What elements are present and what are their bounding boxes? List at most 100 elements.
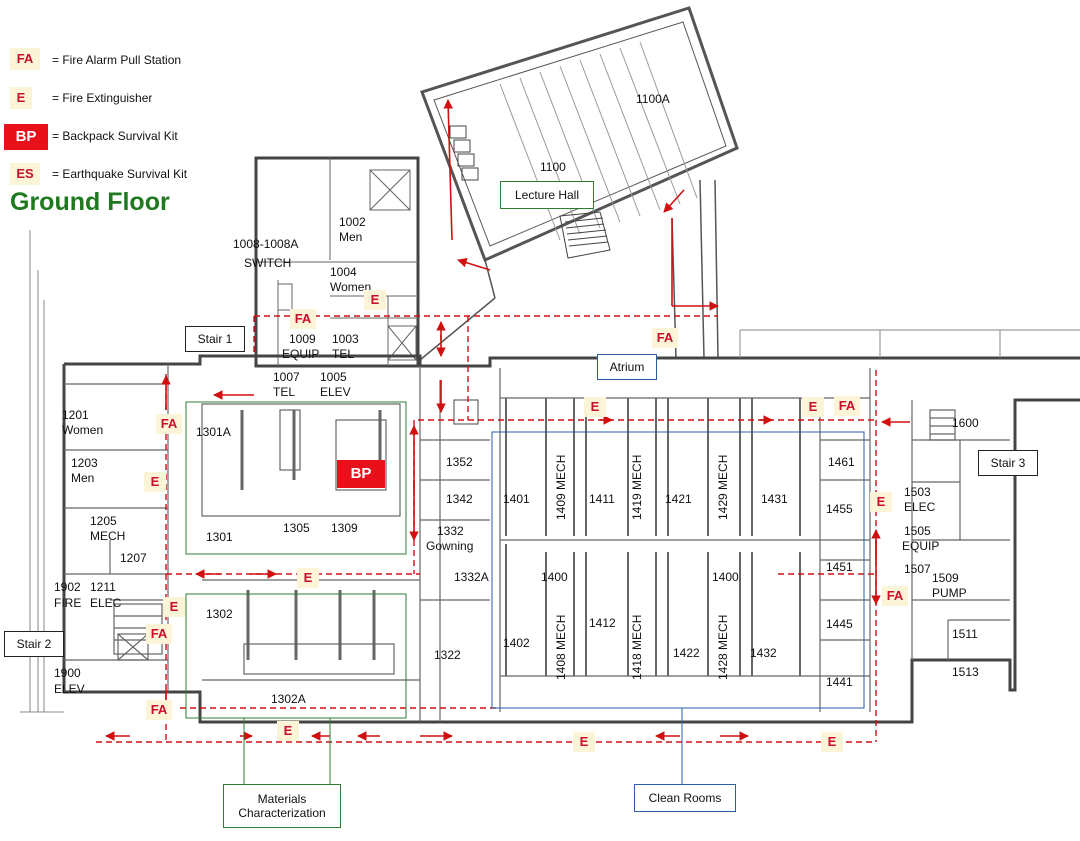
- room-1418-mech: 1418 MECH: [630, 614, 644, 680]
- room-1309: 1309: [331, 521, 358, 535]
- room-1461: 1461: [828, 455, 855, 469]
- room-1342: 1342: [446, 492, 473, 506]
- room-1332: 1332: [437, 524, 464, 538]
- room-1505: 1505: [904, 524, 931, 538]
- fire-extinguisher-marker: E: [163, 597, 185, 617]
- room-1432: 1432: [750, 646, 777, 660]
- room-1507: 1507: [904, 562, 931, 576]
- room-1428-mech: 1428 MECH: [716, 614, 730, 680]
- room-1600: 1600: [952, 416, 979, 430]
- callout-materials-line2: Characterization: [238, 806, 326, 820]
- room-1100a: 1100A: [636, 92, 670, 106]
- room-1455: 1455: [826, 502, 853, 516]
- room-1201: 1201: [62, 408, 89, 422]
- room-1509-name: PUMP: [932, 586, 967, 600]
- fire-extinguisher-marker: E: [802, 397, 824, 417]
- legend-e-symbol: E: [10, 87, 32, 109]
- room-1900: 1900: [54, 666, 81, 680]
- legend-fa-text: = Fire Alarm Pull Station: [52, 53, 182, 67]
- room-1009: 1009: [289, 332, 316, 346]
- room-1302a: 1302A: [271, 692, 306, 706]
- callout-stair-3: Stair 3: [978, 450, 1038, 476]
- floor-title: Ground Floor: [10, 188, 170, 216]
- fire-alarm-marker: FA: [652, 328, 678, 348]
- fire-alarm-marker: FA: [834, 396, 860, 416]
- lecture-hall-walls: [420, 6, 739, 263]
- fire-extinguisher-marker: E: [870, 492, 892, 512]
- room-1411: 1411: [589, 492, 615, 506]
- callout-stair-1: Stair 1: [185, 326, 245, 352]
- room-1008-name: SWITCH: [244, 256, 292, 270]
- room-1203-name: Men: [71, 471, 95, 485]
- room-1332-name: Gowning: [426, 539, 474, 553]
- fire-extinguisher-marker: E: [584, 397, 606, 417]
- callout-materials-characterization: Materials Characterization: [223, 784, 341, 828]
- room-1409-mech: 1409 MECH: [554, 454, 568, 520]
- room-1211-name: ELEC: [90, 596, 122, 610]
- room-1419-mech: 1419 MECH: [630, 454, 644, 520]
- legend-fa-symbol: FA: [10, 48, 40, 70]
- callout-stair-2: Stair 2: [4, 631, 64, 657]
- callout-lecture-hall: Lecture Hall: [500, 181, 594, 209]
- fire-extinguisher-marker: E: [573, 732, 595, 752]
- fire-alarm-marker: FA: [146, 700, 172, 720]
- room-1005: 1005: [320, 370, 347, 384]
- room-1402: 1402: [503, 636, 530, 650]
- room-1207: 1207: [120, 551, 147, 565]
- fire-alarm-marker: FA: [146, 624, 172, 644]
- fire-extinguisher-marker: E: [144, 472, 166, 492]
- room-1301: 1301: [206, 530, 233, 544]
- room-1445: 1445: [826, 617, 853, 631]
- room-1421: 1421: [665, 492, 692, 506]
- room-1007-name: TEL: [273, 385, 296, 399]
- room-1305: 1305: [283, 521, 310, 535]
- room-1505-name: EQUIP: [902, 539, 940, 553]
- fire-extinguisher-marker: E: [364, 290, 386, 310]
- room-1002: 1002: [339, 215, 366, 229]
- room-1211: 1211: [90, 580, 116, 594]
- fire-alarm-marker: FA: [290, 309, 316, 329]
- room-1503-name: ELEC: [904, 500, 936, 514]
- room-1400-east: 1400: [712, 570, 739, 584]
- room-1429-mech: 1429 MECH: [716, 454, 730, 520]
- room-1004: 1004: [330, 265, 357, 279]
- room-1902-name: FIRE: [54, 596, 82, 610]
- callout-materials-line1: Materials: [257, 792, 307, 806]
- fire-alarm-marker: FA: [156, 414, 182, 434]
- room-1203: 1203: [71, 456, 98, 470]
- room-1900-name: ELEV: [54, 682, 85, 696]
- room-1511: 1511: [952, 627, 978, 641]
- room-1003-name: TEL: [332, 347, 355, 361]
- room-1513: 1513: [952, 665, 979, 679]
- room-1412: 1412: [589, 616, 616, 630]
- legend-bp-symbol: BP: [4, 124, 48, 150]
- room-1005-name: ELEV: [320, 385, 351, 399]
- room-1400-west: 1400: [541, 570, 568, 584]
- legend-es-symbol: ES: [10, 163, 40, 185]
- legend-es-text: = Earthquake Survival Kit: [52, 167, 188, 181]
- room-1003: 1003: [332, 332, 359, 346]
- callout-atrium: Atrium: [597, 354, 657, 380]
- room-1431: 1431: [761, 492, 788, 506]
- room-1301a: 1301A: [196, 425, 231, 439]
- room-1201-name: Women: [62, 423, 104, 437]
- room-1401: 1401: [503, 492, 530, 506]
- fire-alarm-marker: FA: [882, 586, 908, 606]
- room-1007: 1007: [273, 370, 300, 384]
- room-1002-name: Men: [339, 230, 363, 244]
- room-1004-name: Women: [330, 280, 372, 294]
- legend-e-text: = Fire Extinguisher: [52, 91, 153, 105]
- room-1332a: 1332A: [454, 570, 489, 584]
- fire-extinguisher-marker: E: [821, 732, 843, 752]
- room-1322: 1322: [434, 648, 461, 662]
- room-1100: 1100: [540, 160, 566, 174]
- callout-clean-rooms: Clean Rooms: [634, 784, 736, 812]
- room-1441: 1441: [826, 675, 853, 689]
- room-1205: 1205: [90, 514, 117, 528]
- room-1503: 1503: [904, 485, 931, 499]
- backpack-survival-kit-marker: BP: [337, 460, 385, 488]
- room-1352: 1352: [446, 455, 473, 469]
- room-1205-name: MECH: [90, 529, 126, 543]
- room-1302: 1302: [206, 607, 233, 621]
